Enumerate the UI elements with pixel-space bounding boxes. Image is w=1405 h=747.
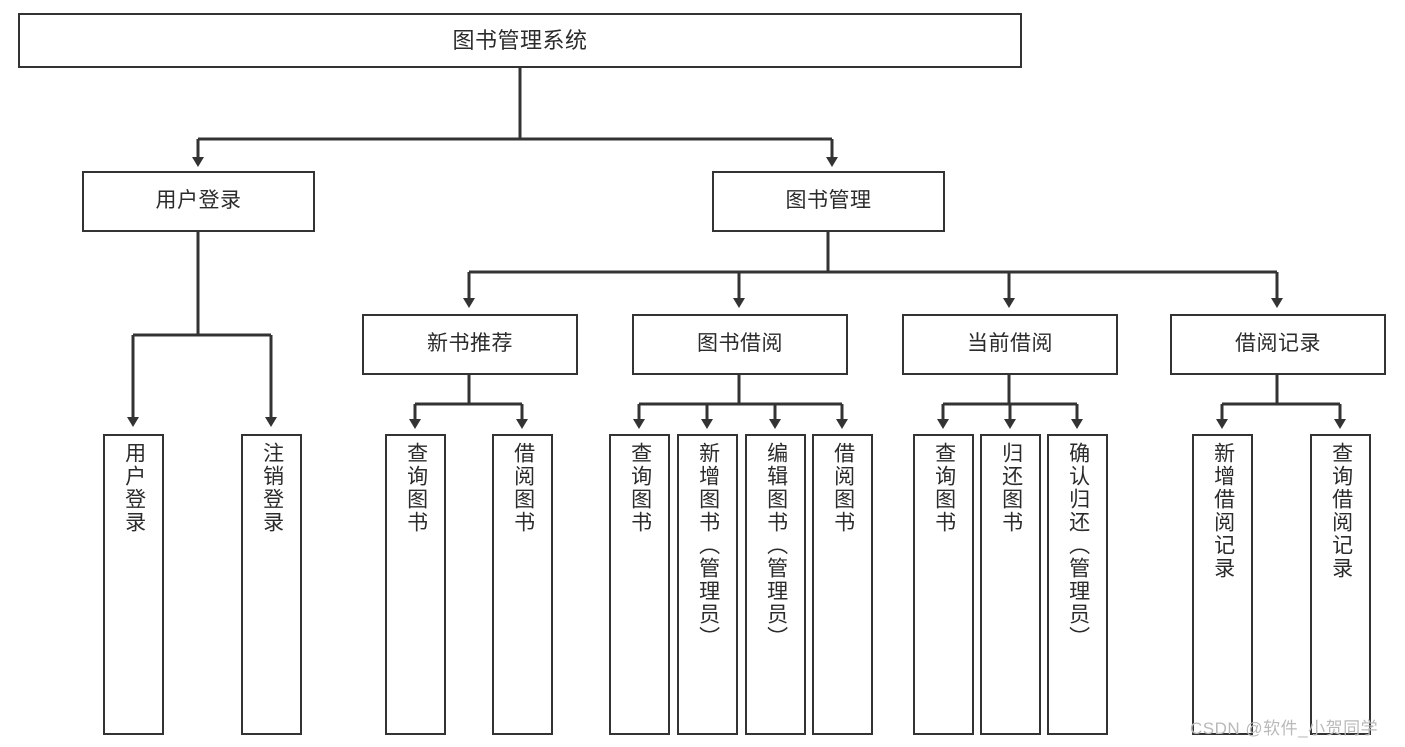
leaf-query-book-current[interactable]: 查询图书 <box>913 434 974 735</box>
node-book-management[interactable]: 图书管理 <box>712 171 945 232</box>
leaf-logout[interactable]: 注销登录 <box>241 434 302 735</box>
leaf-confirm-return-admin[interactable]: 确认归还（管理员） <box>1047 434 1108 735</box>
node-label: 新增借阅记录 <box>1211 442 1235 580</box>
node-label: 编辑图书（管理员） <box>764 442 788 649</box>
node-label: 归还图书 <box>999 442 1023 534</box>
node-book-borrow[interactable]: 图书借阅 <box>632 314 848 375</box>
node-label: 借阅图书 <box>831 442 855 534</box>
node-label: 用户登录 <box>122 442 146 534</box>
leaf-query-borrow-record[interactable]: 查询借阅记录 <box>1310 434 1371 735</box>
node-current-borrow[interactable]: 当前借阅 <box>902 314 1118 375</box>
leaf-borrow-book[interactable]: 借阅图书 <box>812 434 873 735</box>
node-label: 注销登录 <box>260 442 284 534</box>
node-label: 确认归还（管理员） <box>1066 442 1090 649</box>
node-label: 新书推荐 <box>427 332 513 356</box>
watermark: CSDN @软件_小贺同学 <box>1190 719 1379 738</box>
node-label: 查询借阅记录 <box>1329 442 1353 580</box>
leaf-add-borrow-record[interactable]: 新增借阅记录 <box>1192 434 1253 735</box>
node-label: 查询图书 <box>404 442 428 534</box>
node-borrow-record[interactable]: 借阅记录 <box>1170 314 1386 375</box>
node-label: 查询图书 <box>932 442 956 534</box>
leaf-query-book-recommend[interactable]: 查询图书 <box>385 434 446 735</box>
node-label: 用户登录 <box>155 189 242 213</box>
leaf-query-book-borrow[interactable]: 查询图书 <box>609 434 670 735</box>
node-user-login[interactable]: 用户登录 <box>82 171 315 232</box>
node-label: 当前借阅 <box>967 332 1053 356</box>
node-label: 图书借阅 <box>697 332 783 356</box>
node-label: 查询图书 <box>628 442 652 534</box>
node-label: 新增图书（管理员） <box>696 442 720 649</box>
node-label: 借阅图书 <box>511 442 535 534</box>
leaf-borrow-book-recommend[interactable]: 借阅图书 <box>492 434 553 735</box>
node-label: 借阅记录 <box>1235 332 1321 356</box>
leaf-edit-book-admin[interactable]: 编辑图书（管理员） <box>745 434 806 735</box>
leaf-user-login[interactable]: 用户登录 <box>103 434 164 735</box>
node-new-book-recommend[interactable]: 新书推荐 <box>362 314 578 375</box>
leaf-add-book-admin[interactable]: 新增图书（管理员） <box>677 434 738 735</box>
node-label: 图书管理系统 <box>452 27 588 53</box>
node-root-book-management-system[interactable]: 图书管理系统 <box>18 13 1022 68</box>
leaf-return-book[interactable]: 归还图书 <box>980 434 1041 735</box>
node-label: 图书管理 <box>785 189 872 213</box>
